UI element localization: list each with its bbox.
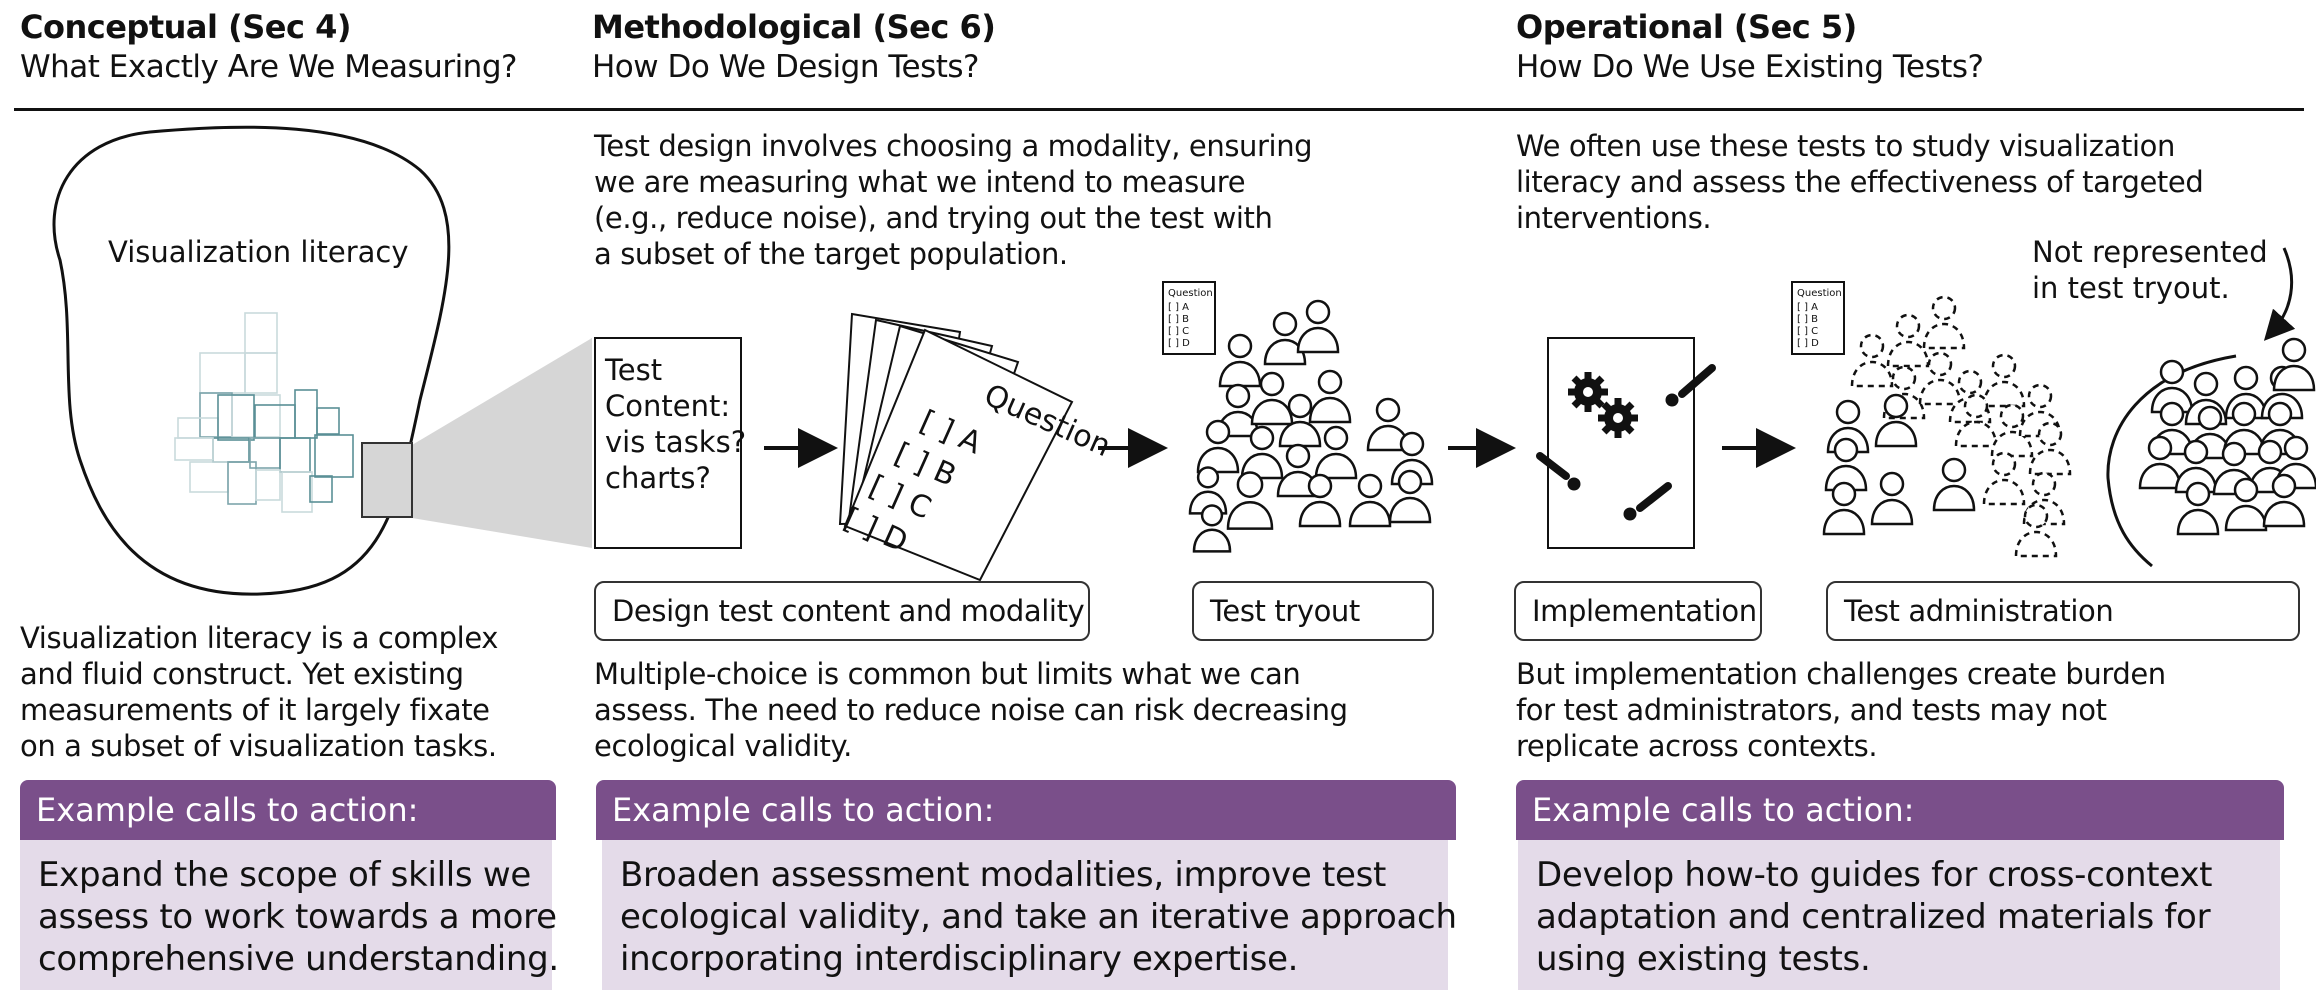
person-icon (2224, 477, 2268, 532)
person-icon (1276, 443, 1320, 498)
person-icon (1870, 471, 1914, 526)
person-icon (1218, 333, 1262, 388)
person-icon (1366, 397, 1410, 452)
person-icon (2272, 337, 2316, 392)
methodological-description: Multiple-choice is common but limits wha… (594, 657, 1348, 763)
conceptual-cta-header: Example calls to action: (20, 780, 556, 840)
person-icon (1192, 504, 1232, 553)
test-content-text: Test Content: vis tasks? charts? (604, 353, 755, 495)
tryout-form-text: Question [ ] A [ ] B [ ] C [ ] D (1168, 288, 1213, 349)
person-icon (1298, 473, 1342, 528)
person-icon (1263, 311, 1307, 366)
person-icon (1850, 333, 1894, 388)
blob-label: Visualization literacy (108, 235, 409, 269)
svg-text:[ ] A: [ ] A (1168, 302, 1189, 313)
brush-icon (1623, 482, 1672, 521)
tryout-form (1162, 281, 1216, 355)
svg-text:[ ] D: [ ] D (1797, 338, 1819, 349)
person-icon (1990, 403, 2034, 458)
methodological-title: Methodological (Sec 6) (592, 8, 996, 46)
implementation-step-label: Implementation (1514, 581, 1762, 641)
skill-mosaic (174, 312, 354, 513)
not-represented-annotation: Not represented in test tryout. (2032, 235, 2277, 305)
gear-icon (1568, 372, 1608, 412)
methodological-cta-body: Broaden assessment modalities, improve t… (602, 840, 1457, 990)
gear-icon (1598, 398, 1638, 438)
zoom-source-box (361, 442, 413, 518)
person-icon (1982, 353, 2026, 408)
person-icon (2176, 481, 2220, 536)
person-icon (2028, 421, 2072, 476)
construct-blob (52, 125, 451, 596)
person-icon (1296, 299, 1340, 354)
svg-text:Question: Question (1797, 288, 1842, 299)
person-icon (1922, 295, 1966, 350)
excluded-people (2138, 337, 2316, 536)
administration-step-label: Test administration (1826, 581, 2300, 641)
conceptual-subtitle: What Exactly Are We Measuring? (20, 49, 517, 85)
operational-cta-header: Example calls to action: (1516, 780, 2284, 840)
person-icon (1348, 473, 1392, 528)
tryout-people (1188, 299, 1434, 553)
person-icon (1196, 419, 1240, 474)
person-icon (1240, 425, 1284, 480)
brush-icon (1665, 364, 1716, 407)
methodological-cta-header: Example calls to action: (596, 780, 1456, 840)
person-icon (1874, 393, 1918, 448)
person-icon (1250, 371, 1294, 426)
illustration: Visualization literacy Test Content: vis… (52, 125, 2316, 596)
brush-icon (1536, 452, 1581, 491)
person-icon (1886, 313, 1930, 368)
operational-intro: We often use these tests to study visual… (1516, 129, 2204, 235)
conceptual-title: Conceptual (Sec 4) (20, 8, 351, 46)
person-icon (2262, 473, 2306, 528)
person-icon (1388, 469, 1432, 524)
header-divider (14, 108, 2304, 111)
person-icon (1278, 393, 1322, 448)
methodological-subtitle: How Do We Design Tests? (592, 49, 979, 85)
person-icon (2014, 503, 2058, 558)
person-icon (2138, 435, 2182, 490)
person-icon (1932, 457, 1976, 512)
svg-text:[ ] C: [ ] C (1168, 326, 1189, 337)
test-content-box (594, 337, 742, 549)
svg-text:[ ] D: [ ] D (1168, 338, 1190, 349)
person-icon (1226, 471, 1274, 530)
person-icon (1918, 351, 1962, 406)
svg-text:[ ] A: [ ] A (1797, 302, 1818, 313)
methodological-intro: Test design involves choosing a modality… (594, 129, 1313, 271)
zoom-cone (362, 338, 592, 548)
administration-form (1791, 281, 1845, 355)
operational-description: But implementation challenges create bur… (1516, 657, 2166, 763)
administration-form-text: Question [ ] A [ ] B [ ] C [ ] D (1797, 288, 1842, 349)
svg-text:[ ] B: [ ] B (1797, 314, 1818, 325)
annotation-arrow (2263, 247, 2296, 341)
person-icon (1824, 437, 1868, 492)
operational-title: Operational (Sec 5) (1516, 8, 1857, 46)
implementation-sheet (1547, 337, 1695, 549)
svg-text:[ ] B: [ ] B (1168, 314, 1189, 325)
svg-text:Question: Question (1168, 288, 1213, 299)
person-icon (1314, 425, 1358, 480)
operational-subtitle: How Do We Use Existing Tests? (1516, 49, 1984, 85)
svg-text:[ ] C: [ ] C (1797, 326, 1818, 337)
design-step-label: Design test content and modality (594, 581, 1090, 641)
person-icon (1982, 451, 2026, 506)
administration-people (1822, 295, 2072, 558)
person-icon (1822, 481, 1866, 536)
person-icon (1308, 369, 1352, 424)
question-sheets (838, 312, 1074, 582)
tryout-step-label: Test tryout (1192, 581, 1434, 641)
